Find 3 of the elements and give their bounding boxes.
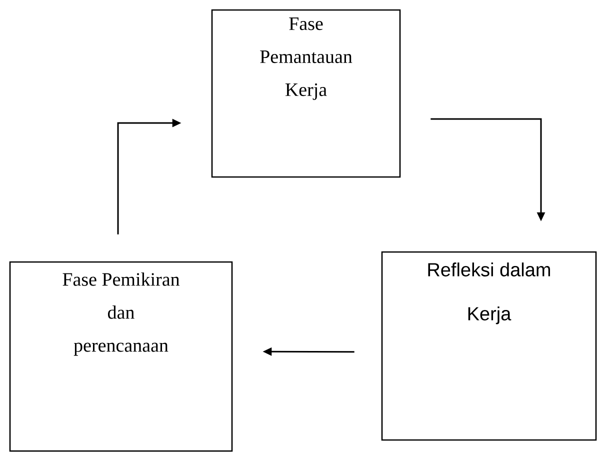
- text-box: Fase Pemantauan Kerja: [211, 9, 401, 178]
- text-box: Fase Pemikiran dan perencanaan: [9, 261, 233, 452]
- text-box: Refleksi dalam Kerja: [381, 251, 597, 441]
